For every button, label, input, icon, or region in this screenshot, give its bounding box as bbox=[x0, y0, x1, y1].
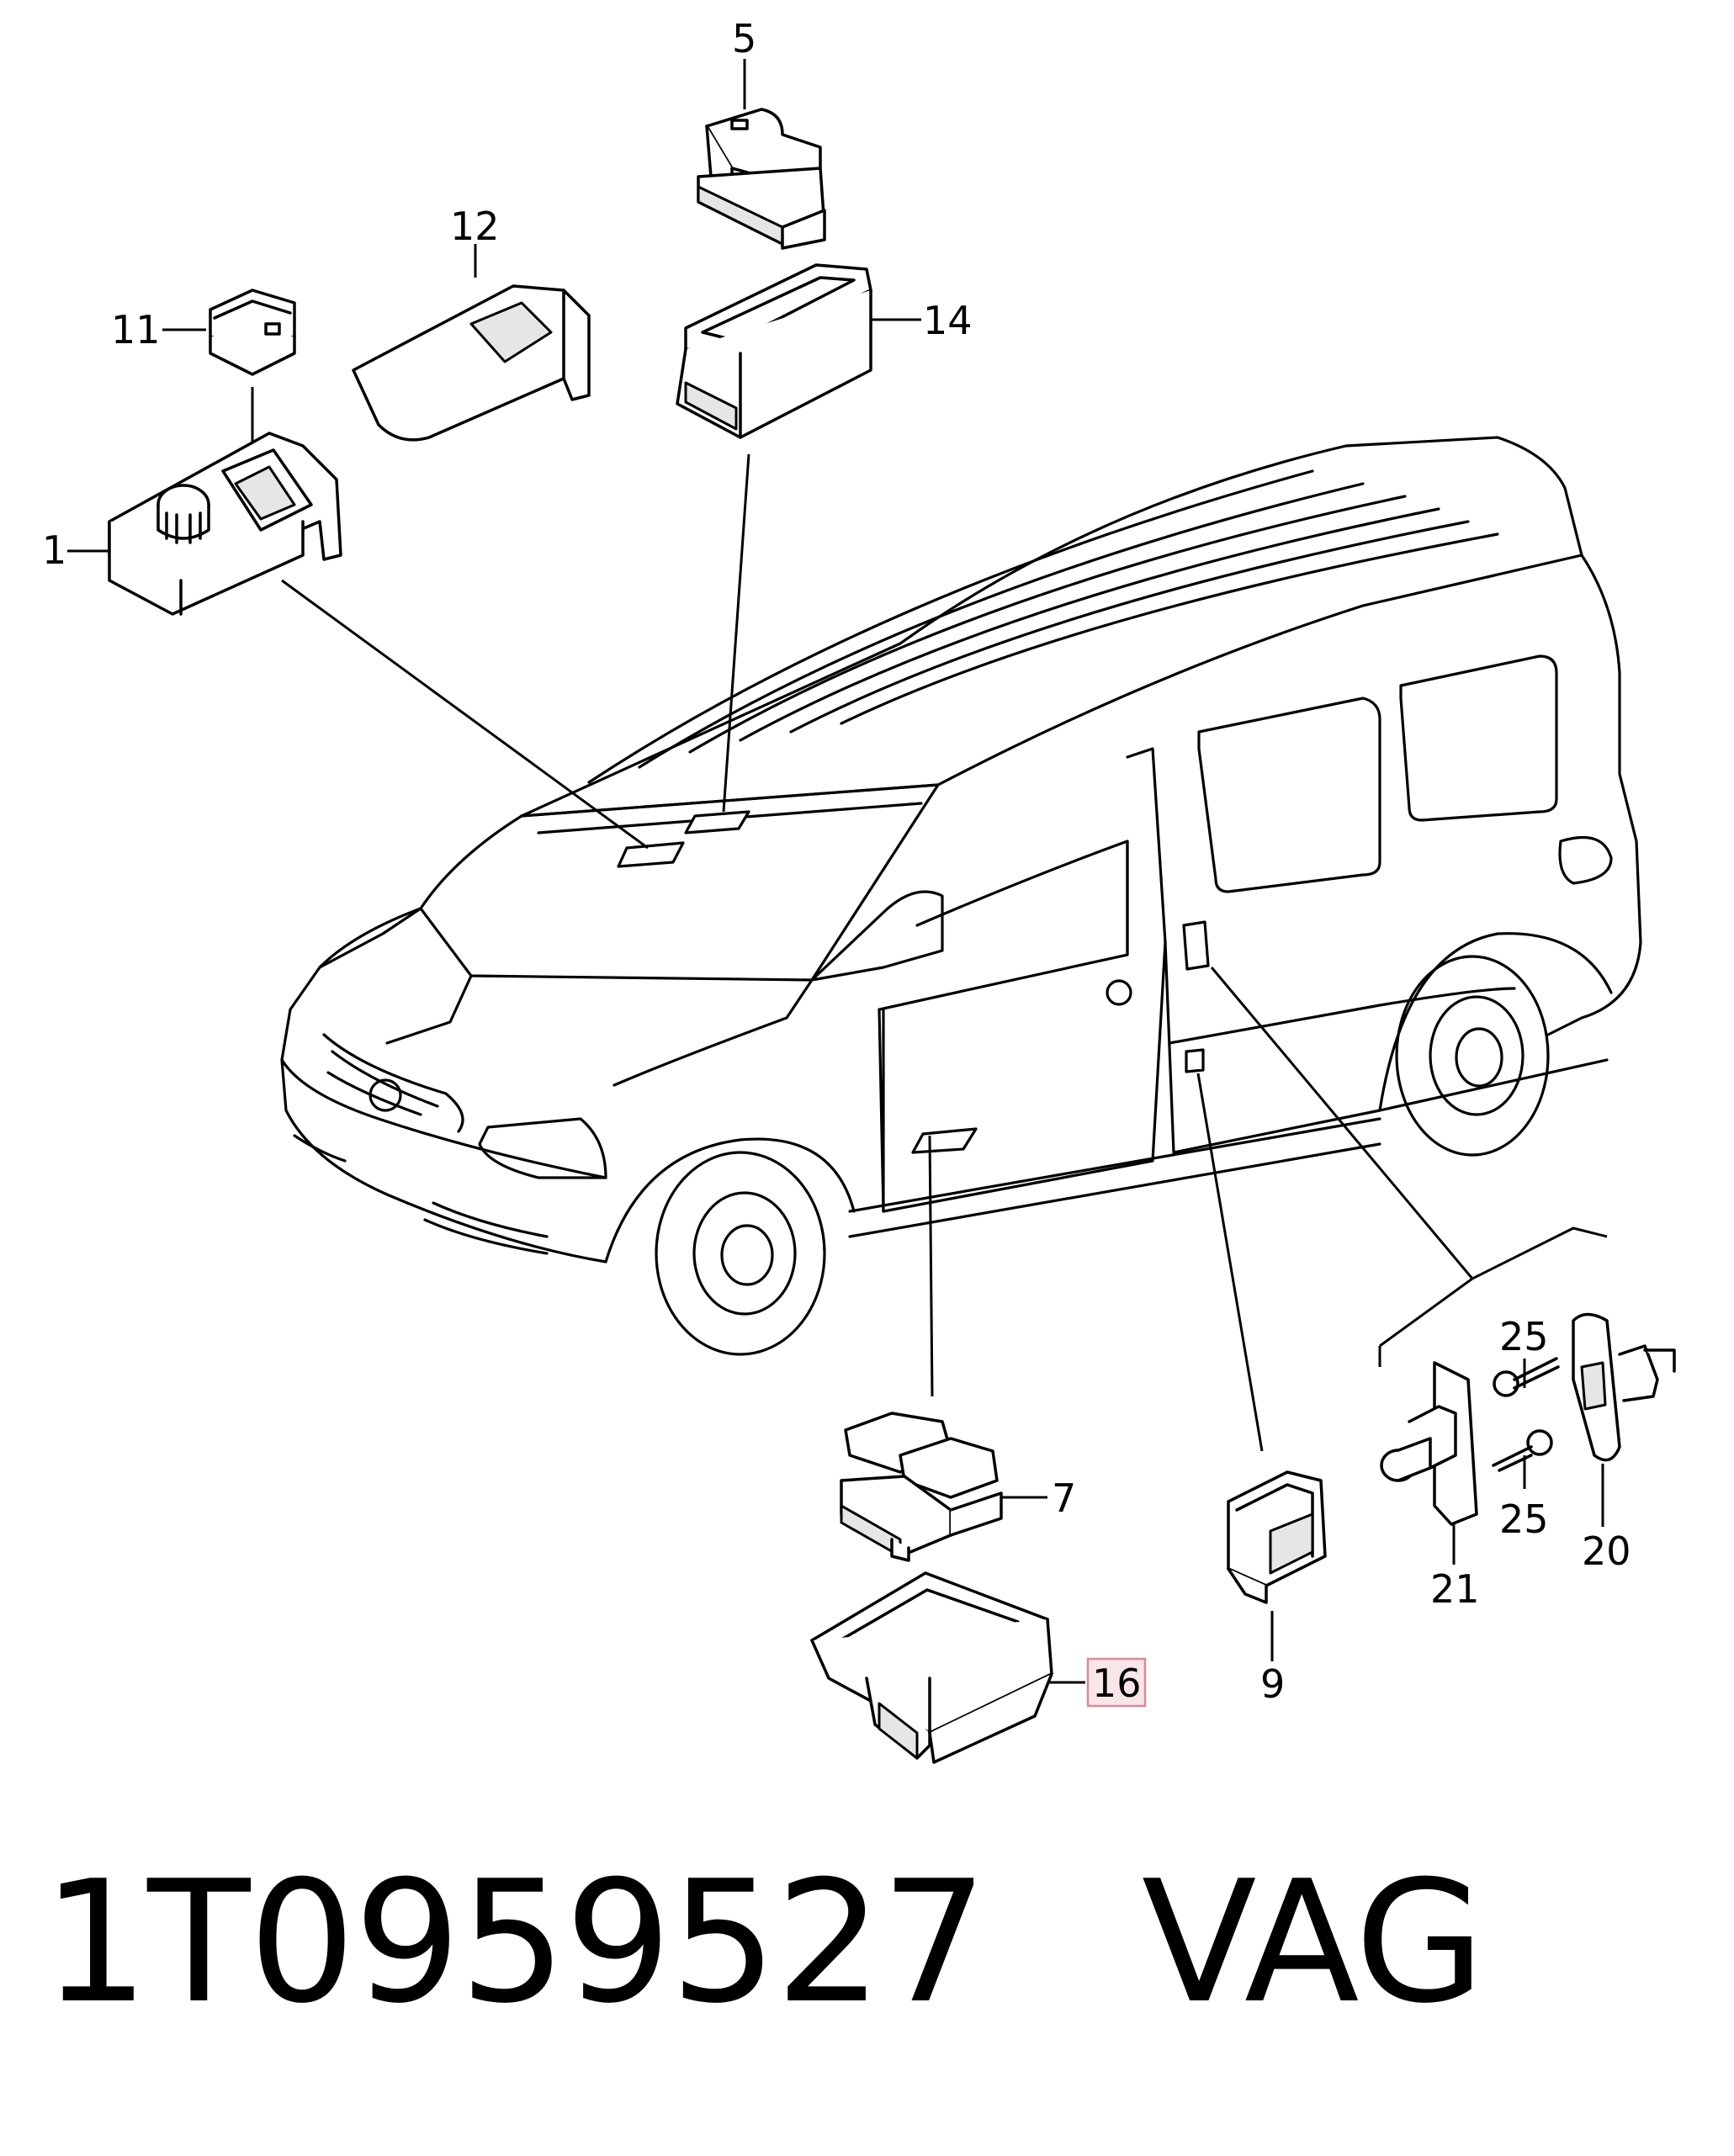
part-9-switch bbox=[1227, 1470, 1327, 1604]
part-7-dual-switch bbox=[840, 1412, 1003, 1562]
callout-20: 20 bbox=[1582, 1528, 1631, 1574]
part-1-mirror-switch bbox=[108, 432, 342, 616]
marker-pillar bbox=[1182, 920, 1210, 971]
callout-labels: 5 12 11 14 1 7 16 9 21 25 25 20 bbox=[42, 16, 1631, 1708]
part-20-switch bbox=[1572, 1312, 1676, 1462]
part-21-switch bbox=[1380, 1361, 1478, 1526]
callout-25-bottom: 25 bbox=[1499, 1496, 1549, 1542]
part-11-switch bbox=[209, 289, 296, 376]
marker-sliding-door bbox=[1185, 1048, 1205, 1073]
marker-dash-center bbox=[684, 810, 750, 834]
van-illustration bbox=[280, 436, 1642, 1356]
callout-21: 21 bbox=[1430, 1566, 1480, 1612]
part-12-cover-plate bbox=[352, 284, 591, 442]
callout-11: 11 bbox=[111, 307, 161, 352]
callout-1: 1 bbox=[42, 527, 66, 573]
part-16-switch-bezel bbox=[810, 1571, 1053, 1764]
callout-12: 12 bbox=[450, 204, 500, 249]
marker-dash-left bbox=[617, 841, 685, 868]
part-5-switch bbox=[697, 108, 826, 250]
callout-7: 7 bbox=[1052, 1475, 1076, 1521]
callout-16-highlight bbox=[1086, 1657, 1147, 1708]
screws-25 bbox=[1492, 1357, 1560, 1472]
callout-9: 9 bbox=[1260, 1661, 1285, 1707]
part-14-switch-bezel bbox=[676, 263, 872, 439]
callout-25-top: 25 bbox=[1499, 1314, 1549, 1359]
marker-door-front bbox=[911, 1127, 978, 1154]
callout-16: 16 bbox=[1092, 1661, 1142, 1706]
callout-5: 5 bbox=[732, 16, 756, 61]
part-number-caption: 1T0959527 VAG bbox=[42, 1845, 1485, 2041]
callout-14: 14 bbox=[923, 298, 973, 343]
